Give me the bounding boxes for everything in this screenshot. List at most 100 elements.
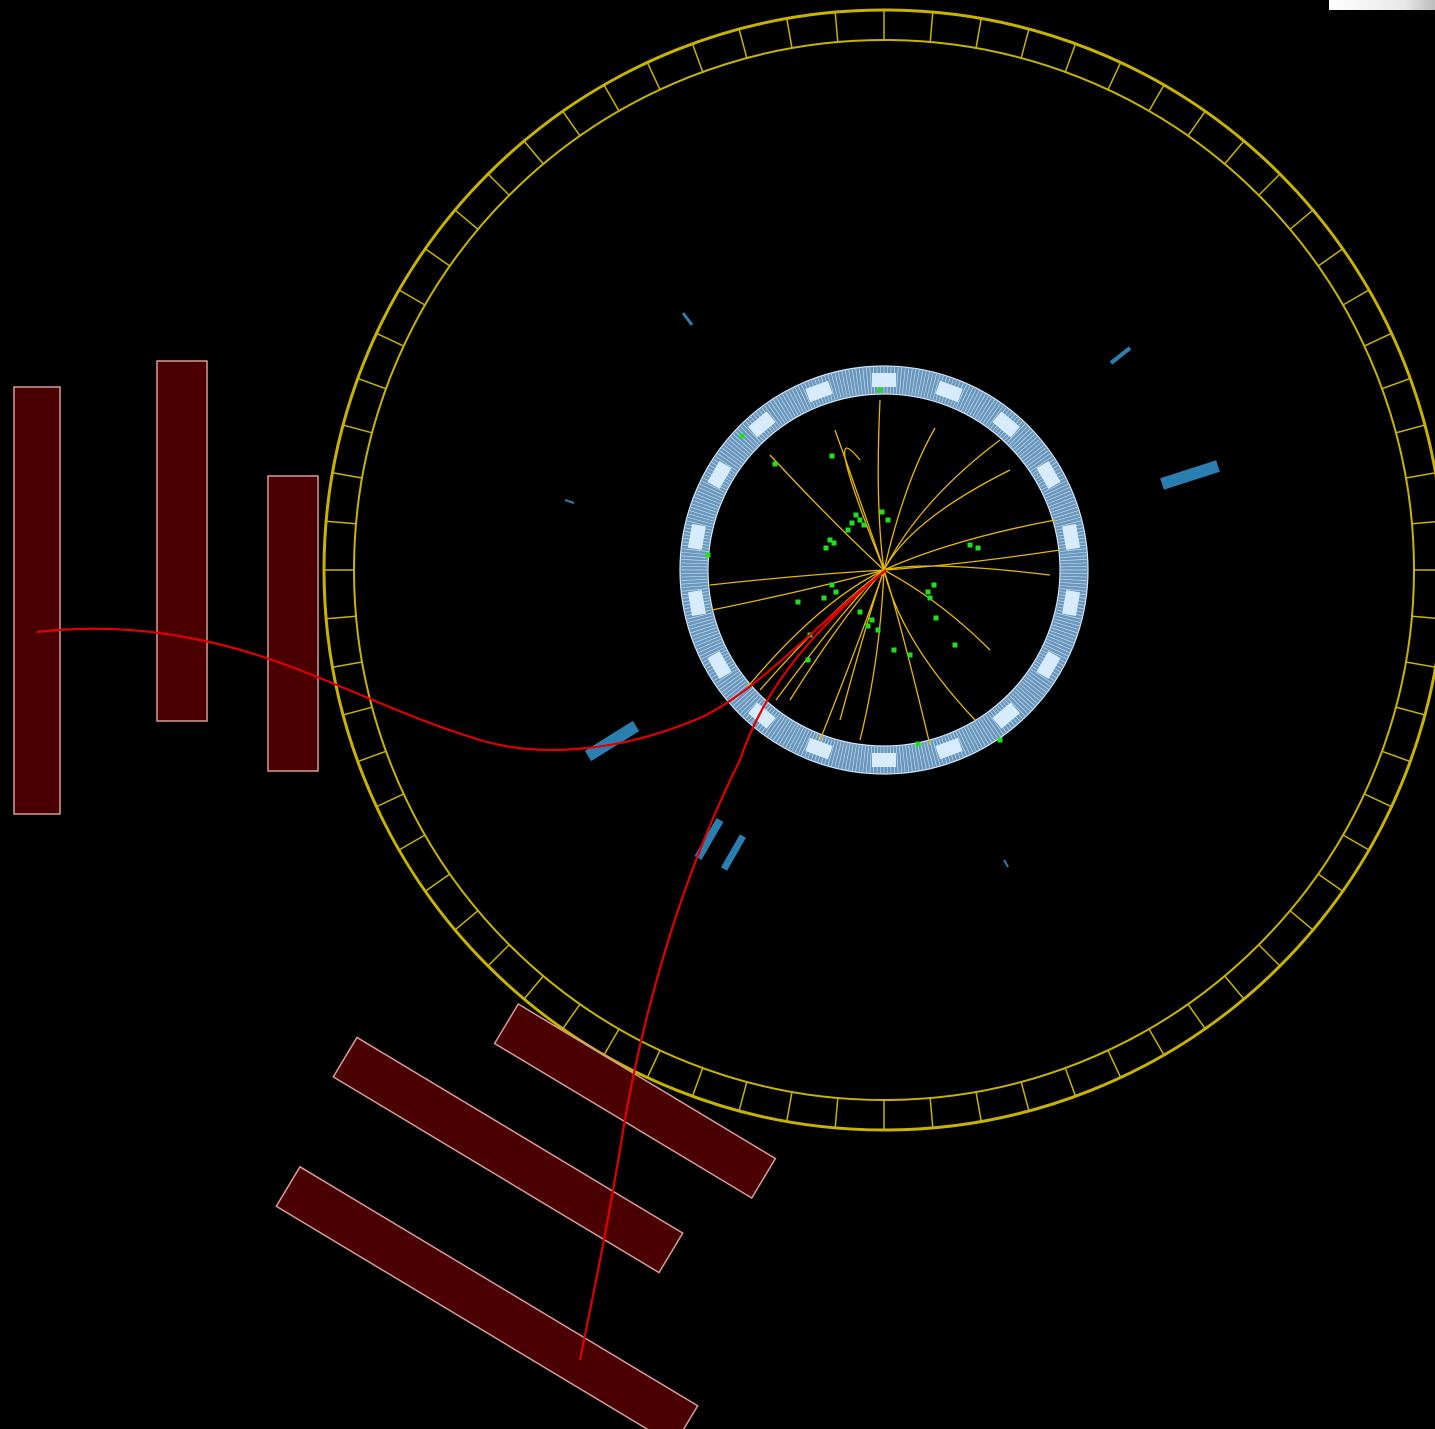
inner-ring-tick bbox=[797, 385, 810, 410]
inner-ring-tick bbox=[694, 633, 719, 644]
inner-ring-tick bbox=[1030, 668, 1053, 684]
ring-segment-tick bbox=[738, 1081, 748, 1112]
inner-ring-tick bbox=[695, 493, 721, 505]
ring-segment-tick bbox=[1148, 84, 1165, 112]
ring-segment-tick bbox=[1411, 615, 1435, 619]
ring-segment-tick bbox=[1364, 332, 1392, 347]
tracker-hit bbox=[927, 595, 933, 601]
inner-ring-segment bbox=[935, 737, 963, 760]
inner-ring-tick bbox=[689, 510, 715, 519]
inner-ring-tick bbox=[1054, 615, 1081, 623]
inner-ring-tick bbox=[1042, 480, 1067, 493]
inner-ring-tick bbox=[697, 490, 722, 502]
tracker-hit bbox=[795, 599, 801, 605]
inner-ring-tick bbox=[1006, 423, 1026, 443]
inner-ring-tick bbox=[1013, 431, 1033, 450]
charged-track bbox=[789, 569, 885, 701]
inner-ring-segment bbox=[1036, 461, 1061, 489]
inner-ring-tick bbox=[797, 730, 810, 755]
muon-chambers bbox=[13, 360, 777, 1429]
ring-segment-tick bbox=[929, 12, 934, 43]
inner-ring-segment bbox=[687, 589, 706, 617]
inner-ring-tick bbox=[841, 371, 848, 397]
inner-ring-tick bbox=[1011, 692, 1031, 712]
tracker-hit bbox=[925, 589, 931, 595]
inner-ring-tick bbox=[773, 399, 788, 422]
inner-ring-segment bbox=[992, 411, 1020, 438]
ring-segment-tick bbox=[562, 110, 581, 137]
inner-ring-tick bbox=[782, 723, 796, 746]
inner-ring-tick bbox=[732, 433, 753, 452]
inner-ring-tick bbox=[1054, 517, 1081, 525]
inner-ring-tick bbox=[717, 453, 740, 469]
inner-ring-tick bbox=[693, 500, 718, 510]
inner-ring-segment bbox=[1036, 651, 1061, 679]
tracker-hit bbox=[952, 642, 958, 648]
ring-segment-tick bbox=[1395, 424, 1426, 434]
ring-segment-tick bbox=[1107, 1050, 1122, 1078]
ring-segment-tick bbox=[1405, 661, 1435, 668]
ring-segment-tick bbox=[1342, 289, 1370, 306]
ring-segment-tick bbox=[523, 140, 544, 165]
ring-segment-tick bbox=[1258, 173, 1281, 196]
inner-ring-tick bbox=[1060, 551, 1087, 555]
inner-ring-tick bbox=[848, 370, 854, 396]
charged-track bbox=[709, 569, 885, 586]
ring-segment-tick bbox=[786, 18, 793, 49]
ring-segment-tick bbox=[424, 248, 451, 267]
ring-segment-tick bbox=[523, 975, 544, 1000]
inner-ring-tick bbox=[972, 394, 986, 417]
inner-ring-tick bbox=[767, 714, 783, 737]
inner-ring-tick bbox=[681, 581, 708, 585]
inner-ring-tick bbox=[848, 744, 854, 770]
inner-ring-tick bbox=[1015, 433, 1036, 452]
inner-ring-tick bbox=[966, 390, 980, 414]
charged-track bbox=[883, 427, 936, 571]
tracker-hit bbox=[967, 542, 973, 548]
inner-ring-segment bbox=[707, 651, 732, 679]
inner-ring-tick bbox=[770, 401, 786, 424]
ring-segment-tick bbox=[1317, 873, 1344, 892]
inner-ring-tick bbox=[788, 390, 802, 414]
inner-ring-tick bbox=[1028, 671, 1051, 687]
tracker-hit bbox=[739, 433, 745, 439]
inner-ring-tick bbox=[987, 712, 1004, 735]
inner-ring-tick bbox=[1060, 555, 1087, 559]
inner-ring-tick bbox=[1019, 683, 1040, 701]
ring-segment-tick bbox=[342, 706, 373, 716]
ring-segment-tick bbox=[487, 173, 510, 196]
ring-segment-tick bbox=[1411, 521, 1435, 525]
charged-track bbox=[834, 429, 885, 571]
tracker-hit bbox=[829, 453, 835, 459]
energy-deposits bbox=[564, 312, 1220, 871]
outer-calorimeter-ring bbox=[322, 8, 1435, 1132]
inner-ring-tick bbox=[911, 369, 917, 396]
ring-segment-tick bbox=[603, 1028, 620, 1056]
inner-ring-inner-edge bbox=[707, 393, 1061, 747]
inner-ring-tick bbox=[1060, 581, 1087, 585]
inner-ring-tick bbox=[681, 585, 708, 589]
energy-deposit bbox=[1160, 460, 1220, 490]
inner-ring-tick bbox=[972, 723, 986, 746]
tracker-hit bbox=[931, 582, 937, 588]
energy-deposit bbox=[720, 834, 747, 871]
inner-ring-tick bbox=[728, 683, 749, 701]
tracker-hit bbox=[975, 545, 981, 551]
ring-segment-tick bbox=[454, 209, 479, 230]
inner-ring-tick bbox=[969, 392, 983, 416]
inner-ring-segment bbox=[707, 461, 732, 489]
inner-ring-tick bbox=[974, 721, 989, 745]
inner-ring-tick bbox=[865, 746, 869, 773]
inner-ring-tick bbox=[982, 716, 998, 739]
inner-ring-tick bbox=[686, 520, 713, 528]
inner-ring-tick bbox=[1049, 633, 1074, 644]
inner-ring-tick bbox=[715, 668, 738, 684]
inner-ring-tick bbox=[1060, 575, 1087, 578]
inner-ring-tick bbox=[694, 496, 719, 507]
inner-ring-tick bbox=[728, 439, 749, 457]
tracker-hit bbox=[869, 617, 875, 623]
inner-ring-tick bbox=[865, 367, 869, 394]
ring-segment-tick bbox=[1258, 944, 1281, 967]
ring-segment-tick bbox=[424, 873, 451, 892]
inner-ring-tick bbox=[681, 575, 708, 578]
